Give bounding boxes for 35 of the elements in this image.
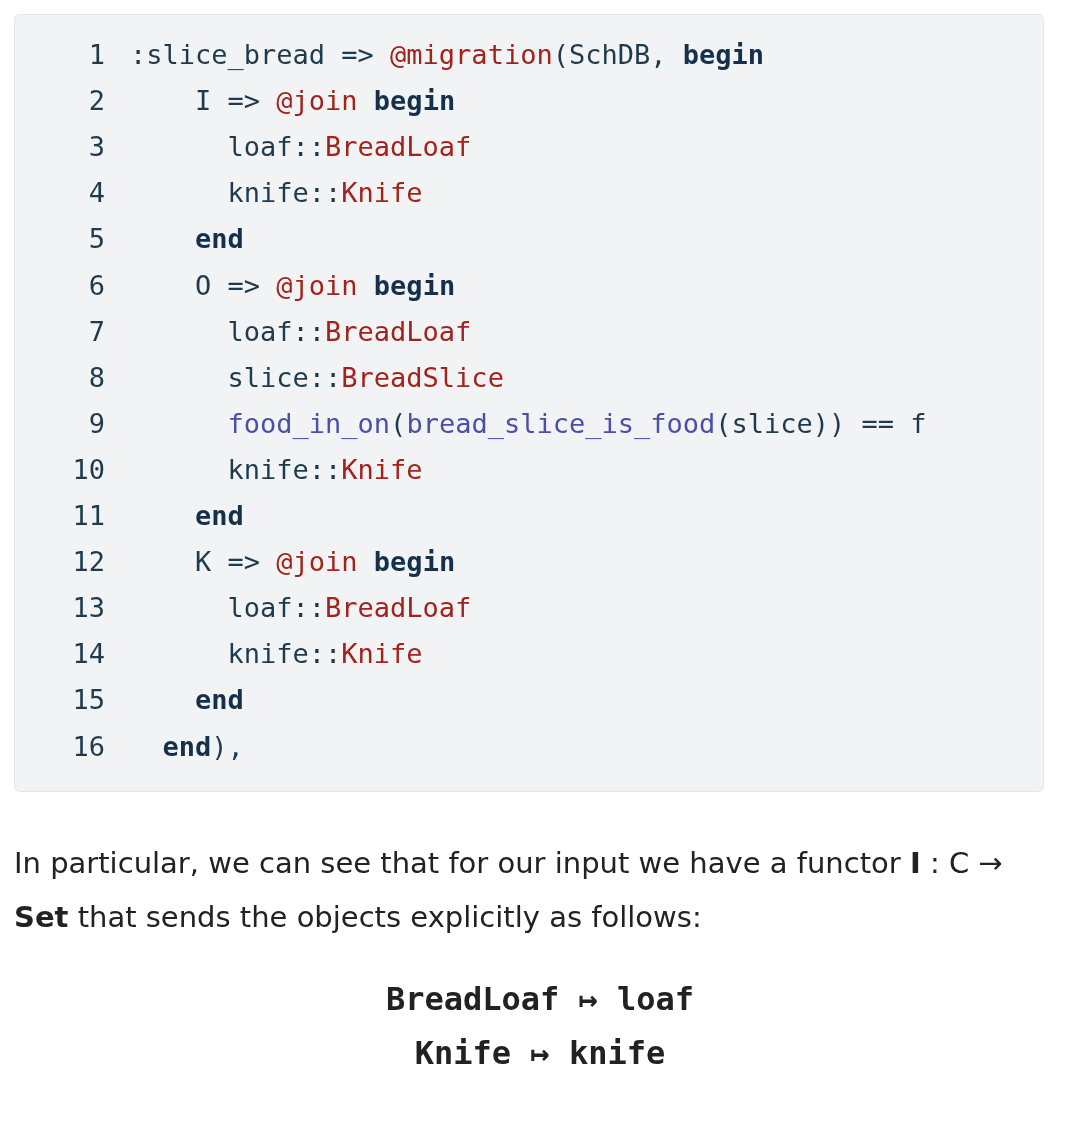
- code-line: :slice_bread => @migration(SchDB, begin: [130, 38, 764, 72]
- line-number: 8: [87, 360, 105, 395]
- line-number: 6: [87, 268, 105, 303]
- code-line: knife::Knife: [226, 176, 423, 211]
- code-line: end: [194, 222, 244, 257]
- code-line: loaf::BreadLoaf: [226, 591, 472, 626]
- code-line: end: [194, 683, 244, 718]
- line-number: 10: [71, 452, 105, 487]
- line-number: 15: [71, 683, 105, 718]
- line-number: 2: [87, 84, 105, 119]
- code-line: food_in_on(bread_slice_is_food(slice)) == f: [226, 406, 927, 441]
- code-line: end: [194, 499, 244, 533]
- line-number: 5: [87, 222, 105, 257]
- code-line: K => @join begin: [194, 545, 456, 580]
- code-line: O => @join begin: [194, 268, 456, 303]
- code-line: loaf::BreadLoaf: [226, 130, 472, 165]
- line-number: 9: [87, 406, 105, 441]
- line-number: 1: [87, 38, 105, 72]
- math-expression: Knife ↦ knife: [414, 1034, 666, 1072]
- line-number: 16: [71, 729, 105, 764]
- code-line: end),: [161, 729, 244, 764]
- code-line: loaf::BreadLoaf: [226, 314, 472, 349]
- math-expression: BreadLoaf ↦ loaf: [385, 980, 695, 1018]
- line-number: 13: [71, 591, 105, 626]
- line-number: 14: [71, 637, 105, 672]
- code-line: slice::BreadSlice: [226, 360, 504, 395]
- line-number: 7: [87, 314, 105, 349]
- line-number: 11: [71, 499, 105, 533]
- line-number: 4: [87, 176, 105, 211]
- code-line: knife::Knife: [226, 637, 423, 672]
- paragraph: In particular, we can see that for our input we have a functor I : C → Set that sends the objects explicitly as follows:: [14, 845, 1004, 936]
- code-line: knife::Knife: [226, 452, 423, 487]
- line-number: 3: [87, 130, 105, 165]
- code-line: I => @join begin: [194, 84, 456, 119]
- line-number: 12: [71, 545, 105, 580]
